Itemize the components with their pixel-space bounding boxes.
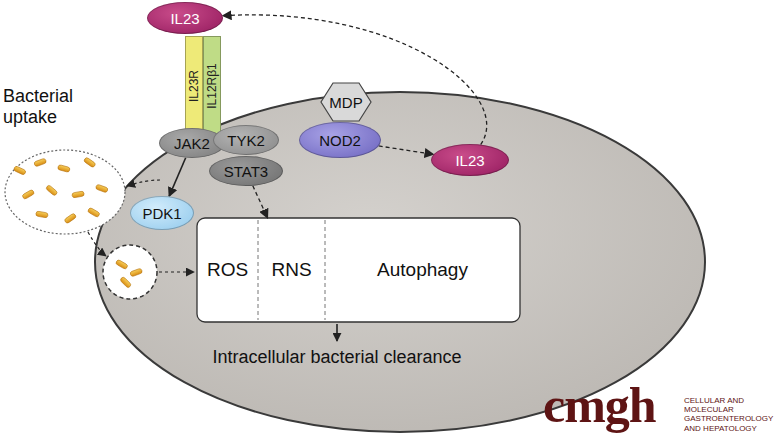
phagosome — [103, 245, 157, 299]
uptake-vesicle — [5, 150, 125, 234]
effector-cell: ROS — [197, 218, 258, 322]
signal-arrow — [169, 158, 186, 197]
node-label: PDK1 — [142, 205, 181, 222]
effector-cell: Autophagy — [325, 218, 520, 322]
signal-arrow — [253, 186, 268, 218]
cytokine-ellipse: IL23 — [147, 2, 223, 34]
effector-box — [197, 218, 520, 322]
effector-cell: RNS — [258, 218, 325, 322]
cytokine-ellipse: IL23 — [431, 144, 509, 176]
transcription-factor-ellipse: STAT3 — [209, 156, 283, 186]
node-label: IL12Rβ1 — [205, 63, 219, 109]
receptor-chain: IL12Rβ1 — [203, 36, 221, 136]
cell-body — [95, 92, 705, 432]
node-label: ROS — [207, 259, 248, 281]
signal-arrow — [379, 146, 434, 154]
vesicle-arrow — [88, 232, 106, 256]
hexagon-shape — [321, 83, 371, 121]
ligand-hexagon: MDP — [320, 82, 372, 122]
node-label: RNS — [271, 259, 311, 281]
node-label: MDP — [329, 94, 362, 111]
node-label: Autophagy — [377, 259, 468, 281]
receptor-chain: IL23R — [185, 36, 203, 136]
receptor-ellipse: NOD2 — [299, 122, 381, 158]
node-label: TYK2 — [227, 132, 265, 149]
journal-name: CELLULAR AND MOLECULAR GASTROENTEROLOGY … — [684, 396, 772, 433]
kinase-ellipse: PDK1 — [130, 196, 194, 230]
node-label: JAK2 — [174, 135, 210, 152]
box-divider — [258, 220, 259, 320]
pdk1-uptake-arrow — [127, 180, 160, 186]
journal-logo: cmgh — [543, 380, 693, 430]
annotation-text: Bacterial uptake — [3, 86, 99, 127]
node-label: IL23 — [170, 10, 199, 27]
box-divider — [325, 220, 326, 320]
node-label: IL23 — [455, 152, 484, 169]
kinase-ellipse: TYK2 — [213, 125, 279, 155]
bacteria — [13, 157, 142, 288]
outcome-text: Intracellular bacterial clearance — [187, 347, 487, 369]
node-label: STAT3 — [224, 163, 268, 180]
node-label: IL23R — [187, 70, 201, 102]
node-label: NOD2 — [319, 132, 361, 149]
phagosome-arrow — [159, 271, 194, 272]
clearance-arrow — [336, 324, 338, 341]
